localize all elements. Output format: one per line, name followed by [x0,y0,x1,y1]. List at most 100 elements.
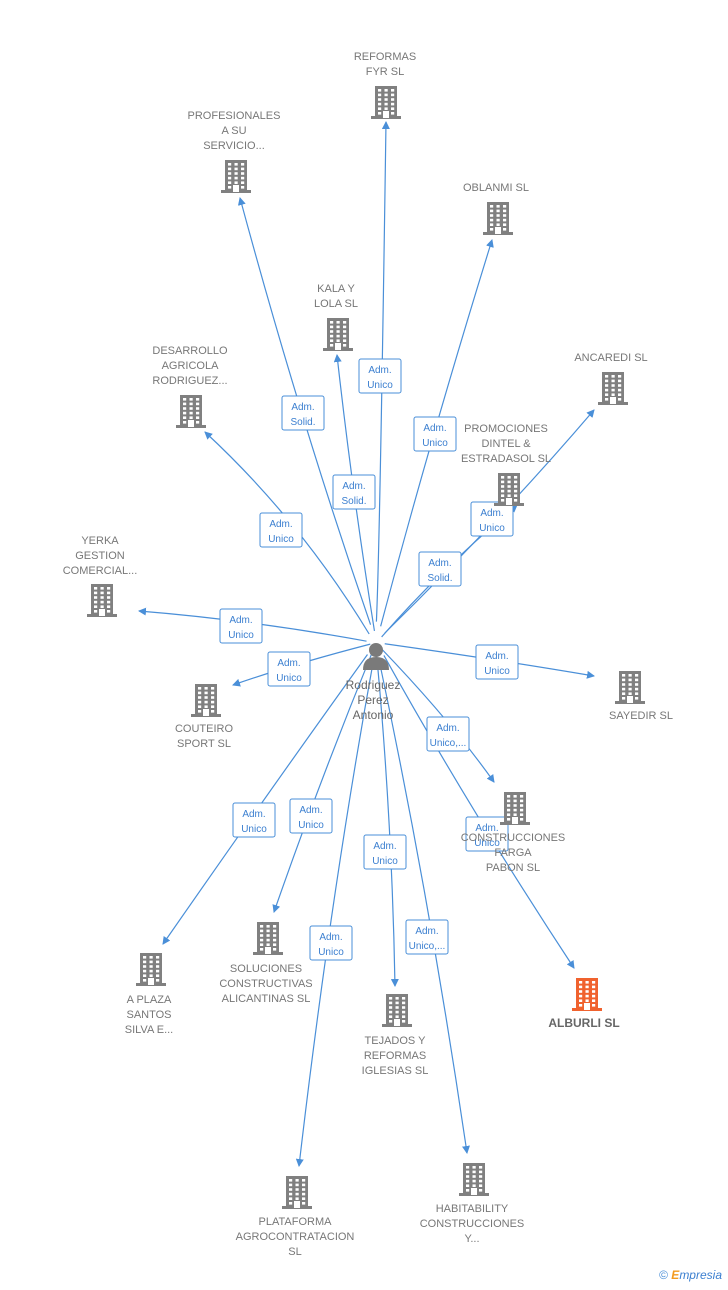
edge-label-text: Unico [474,838,500,849]
edge-label-tejados[interactable]: Adm. Unico [363,834,407,870]
edge-label-sayedir[interactable]: Adm.Unico [475,644,519,680]
edge-label-construcciones_farga[interactable]: Adm.Unico,... [426,716,470,752]
building-icon[interactable] [176,395,206,428]
building-icon[interactable] [136,953,166,986]
company-name-line: AGRICOLA [162,360,220,372]
edge-label-text: Adm. [480,508,503,519]
edge-label-reformas[interactable]: Adm.Unico [358,358,402,394]
edge-label-desarrollo[interactable]: Adm.Unico [259,512,303,548]
edge-label-profesionales[interactable]: Adm.Solid. [281,395,325,431]
edge-label-text: Adm. [319,932,342,943]
company-name-line: PABON SL [486,862,540,874]
edge-label-text: Adm. [277,658,300,669]
company-name-line: SL [288,1246,301,1258]
company-name-line: GESTION [75,550,125,562]
building-icon[interactable] [253,922,283,955]
edge-albirli [383,655,575,969]
building-icon[interactable] [191,684,221,717]
company-node-desarrollo[interactable]: DESARROLLOAGRICOLARODRIGUEZ... [152,345,228,428]
edge-label-habitability[interactable]: Adm. Unico,... [405,919,449,955]
building-icon[interactable] [483,202,513,235]
company-name-line: ESTRADASOL SL [461,453,551,465]
company-name-line: ALBURLI SL [548,1016,619,1030]
building-icon[interactable] [494,473,524,506]
company-node-construcciones_farga[interactable]: CONSTRUCCIONES FARGA PABON SL [461,792,566,874]
building-icon[interactable] [382,994,412,1027]
building-icon[interactable] [572,978,602,1011]
company-node-habitability[interactable]: HABITABILITYCONSTRUCCIONESY... [420,1163,525,1245]
building-icon[interactable] [615,671,645,704]
edge-label-text: Adm. [415,926,438,937]
edge-label-aplaza[interactable]: Adm.Unico [232,802,276,838]
edge-label-text: Adm. [373,841,396,852]
footer-brand[interactable]: © Empresia [659,1268,722,1282]
edge-aplaza [162,654,368,945]
company-name-line: IGLESIAS SL [362,1065,429,1077]
building-icon[interactable] [598,372,628,405]
company-name-line: HABITABILITY [436,1203,509,1215]
company-name-line: PROFESIONALES [188,110,281,122]
building-icon[interactable] [221,160,251,193]
company-name-line: AGROCONTRATACION [236,1231,355,1243]
company-name-line: CONSTRUCCIONES [461,832,566,844]
brand-logo-letter: E [671,1268,680,1282]
company-node-yerka[interactable]: YERKAGESTIONCOMERCIAL... [63,535,138,617]
edge-label-text: Adm. [291,402,314,413]
company-name-line: SPORT SL [177,738,231,750]
company-node-ancaredi[interactable]: ANCAREDI SL [574,352,648,405]
edge-reformas [375,121,390,622]
edge-plataforma [295,663,374,1167]
company-node-albirli[interactable]: ALBURLI SL [548,978,620,1030]
edge-label-text: Unico,... [409,941,446,952]
company-name-line: SANTOS [126,1009,171,1021]
edge-label-promociones[interactable]: Adm.Solid. [418,551,462,587]
company-name-line: FARGA [494,847,532,859]
edge-tejados [376,656,399,987]
company-name-line: CONSTRUCTIVAS [219,978,312,990]
person-name-line: Rodriguez [346,678,401,692]
edge-label-text: Unico [241,824,267,835]
edge-label-text: Unico [479,523,505,534]
company-node-oblanmi[interactable]: OBLANMI SL [463,182,529,235]
copyright-symbol: © [659,1268,668,1282]
edge-label-text: Adm. [342,481,365,492]
edge-label-albirli[interactable]: Adm.Unico [465,816,509,852]
building-icon[interactable] [323,318,353,351]
building-icon[interactable] [500,792,530,825]
edge-label-text: Unico [228,630,254,641]
company-node-sayedir[interactable]: SAYEDIR SL [609,671,673,722]
edge-label-yerka[interactable]: Adm.Unico [219,608,263,644]
building-icon[interactable] [371,86,401,119]
edge-label-soluciones[interactable]: Adm.Unico [289,798,333,834]
edge-label-ancaredi[interactable]: Adm. Unico [470,501,514,537]
edge-label-kala[interactable]: Adm.Solid. [332,474,376,510]
company-name-line: SERVICIO... [203,140,265,152]
company-name-line: REFORMAS [354,51,416,63]
building-icon[interactable] [459,1163,489,1196]
edge-label-text: Adm. [485,651,508,662]
edge-label-couteiro[interactable]: Adm.Unico [267,651,311,687]
company-name-line: A PLAZA [127,994,172,1006]
edge-label-text: Unico [372,856,398,867]
building-icon[interactable] [282,1176,312,1209]
edge-label-oblanmi[interactable]: Adm.Unico [413,416,457,452]
edge-label-text: Unico [268,534,294,545]
edge-label-plataforma[interactable]: Adm. Unico [309,925,353,961]
edge-label-text: Unico [318,947,344,958]
person-icon[interactable] [363,643,389,670]
building-icon[interactable] [87,584,117,617]
company-name-line: YERKA [81,535,119,547]
person-name-line: Perez [357,693,388,707]
company-name-line: DESARROLLO [152,345,228,357]
